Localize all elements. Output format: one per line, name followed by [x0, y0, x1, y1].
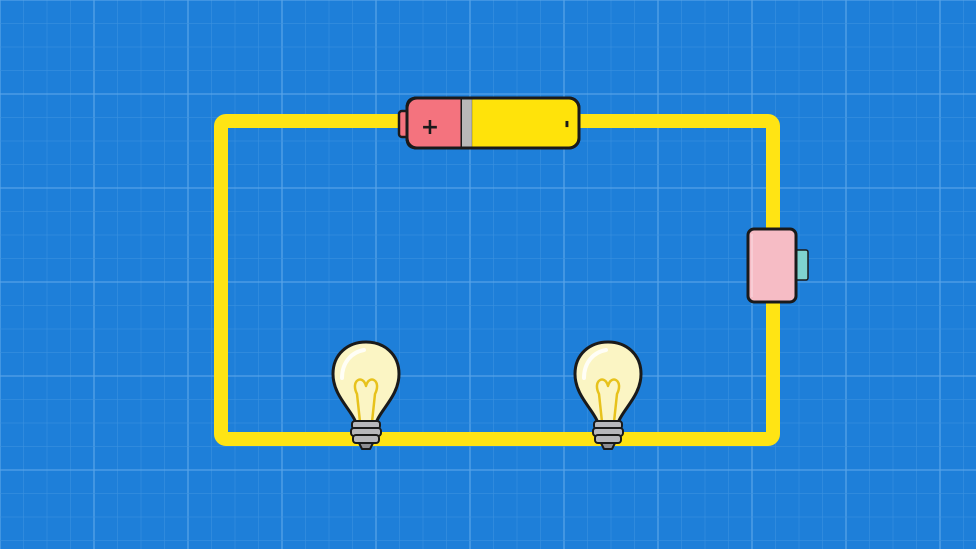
bulb-base-tip [600, 442, 616, 450]
battery-icon[interactable]: + - [397, 96, 581, 150]
bulb-highlight [340, 348, 366, 380]
battery-negative-sign: - [556, 120, 580, 128]
battery-positive-sign: + [421, 115, 439, 140]
switch-icon[interactable] [746, 227, 809, 304]
bulb-highlight [582, 348, 608, 380]
light-bulb-icon[interactable] [573, 340, 643, 450]
bulb-base-ring [352, 434, 380, 444]
bulb-base-tip [358, 442, 374, 450]
bulb-base-ring [594, 434, 622, 444]
bulb-filament [353, 378, 379, 423]
bulb-filament [595, 378, 621, 423]
light-bulb-icon[interactable] [331, 340, 401, 450]
